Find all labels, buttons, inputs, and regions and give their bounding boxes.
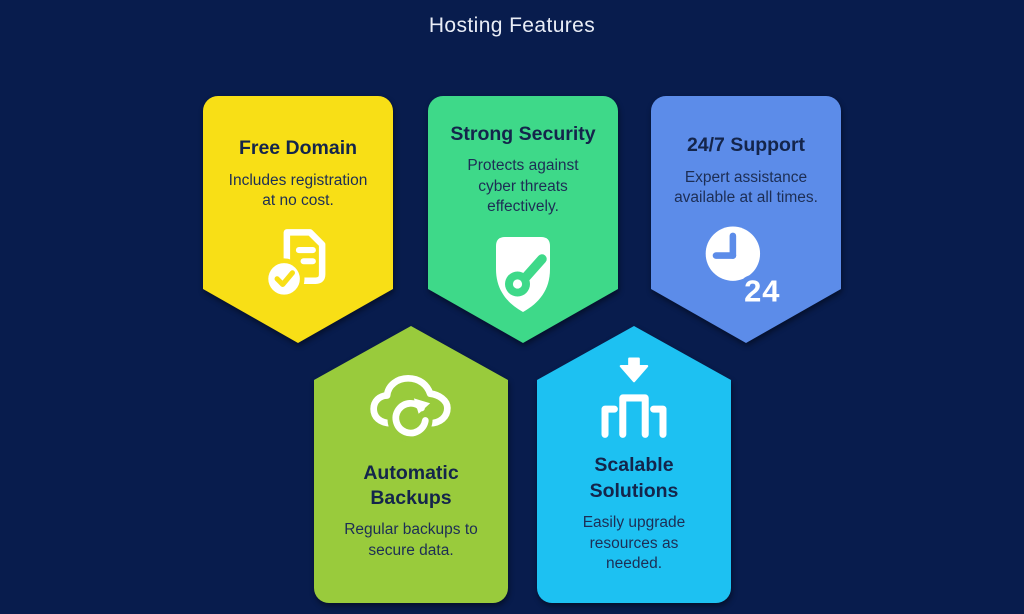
cloud-refresh-icon bbox=[366, 368, 456, 448]
card-shape bbox=[203, 96, 393, 343]
card-body bbox=[203, 96, 393, 289]
feature-card-24-7-support: 24/7 Support Expert assistance available… bbox=[651, 96, 841, 343]
svg-text:24: 24 bbox=[744, 273, 780, 306]
card-description: Includes registration at no cost. bbox=[228, 171, 368, 210]
card-shape bbox=[537, 326, 731, 603]
card-description: Regular backups to secure data. bbox=[344, 521, 478, 559]
card-body bbox=[537, 380, 731, 603]
feature-card-free-domain: Free Domain Includes registration at no … bbox=[203, 96, 393, 343]
card-description: Expert assistance available at all times… bbox=[674, 168, 818, 207]
card-title: Free Domain bbox=[238, 137, 358, 160]
feature-card-scalable-solutions: Scalable Solutions Easily upgrade resour… bbox=[537, 326, 731, 603]
shield-key-icon bbox=[486, 231, 560, 317]
card-title: Automatic Backups bbox=[363, 461, 459, 509]
card-description: Protects against cyber threats effective… bbox=[467, 157, 579, 216]
feature-card-strong-security: Strong Security Protects against cyber t… bbox=[428, 96, 618, 343]
page-title: Hosting Features bbox=[428, 14, 596, 37]
document-check-icon bbox=[256, 225, 340, 303]
scale-down-arrow-icon bbox=[594, 354, 674, 440]
card-title: Strong Security bbox=[450, 122, 596, 145]
feature-card-automatic-backups: Automatic Backups Regular backups to sec… bbox=[314, 326, 508, 603]
clock-24-icon: 24 bbox=[701, 222, 791, 313]
card-shape bbox=[314, 326, 508, 603]
card-description: Easily upgrade resources as needed. bbox=[582, 513, 686, 573]
card-title: Scalable Solutions bbox=[589, 454, 679, 502]
card-title: 24/7 Support bbox=[686, 134, 806, 157]
